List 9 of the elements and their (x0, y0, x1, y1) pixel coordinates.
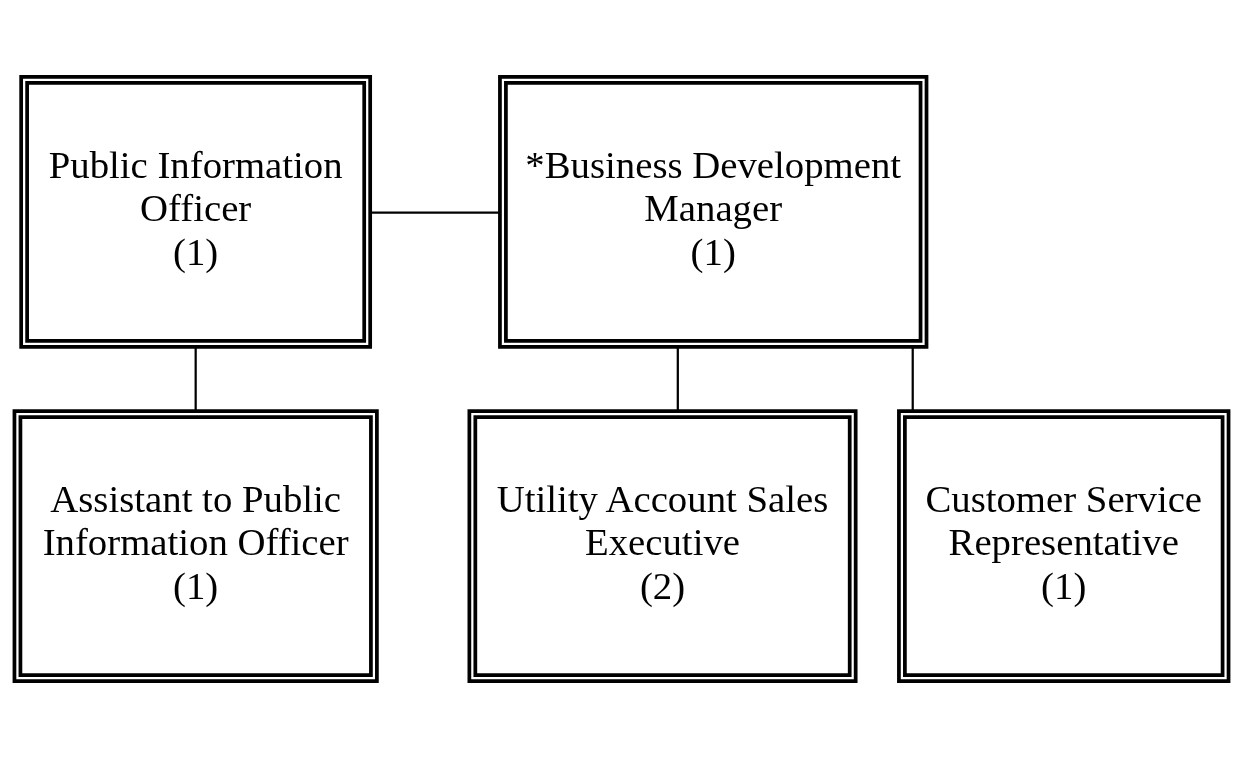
node-box: Public Information Officer (1) (19, 74, 373, 349)
node-box: Customer Service Representative (1) (897, 408, 1231, 683)
node-box: Utility Account Sales Executive (2) (467, 408, 858, 683)
connector (370, 211, 500, 214)
connector (911, 346, 914, 411)
node-box: *Business Development Manager (1) (498, 74, 929, 349)
node-box: Assistant to Public Information Officer (1) (12, 408, 379, 683)
connector (194, 346, 197, 411)
connector (676, 346, 679, 411)
